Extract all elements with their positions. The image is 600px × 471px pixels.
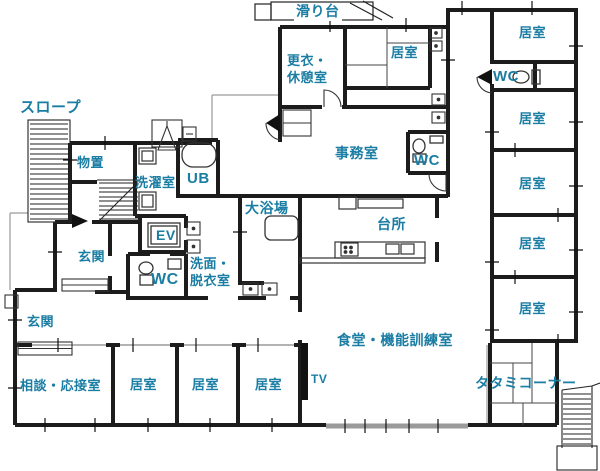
toilet-icon — [512, 69, 541, 85]
label-wc-office: WC — [414, 152, 440, 169]
sink-icon — [186, 27, 446, 296]
toilet-icon — [138, 258, 182, 286]
window-bands — [9, 94, 488, 429]
label-room-b2: 居室 — [192, 377, 220, 392]
office-closet — [282, 109, 312, 137]
label-room-r4: 居室 — [519, 236, 547, 251]
large-bathtub-icon — [264, 215, 299, 241]
label-elevator: EV — [156, 227, 176, 243]
label-room-r5: 居室 — [519, 301, 547, 316]
label-washroom: 洗面・ 脱衣室 — [190, 256, 231, 288]
label-unit-bath: UB — [187, 170, 210, 187]
door-leaf — [72, 69, 492, 228]
label-changing-rest: 更衣・ 休憩室 — [287, 53, 328, 85]
toilet-icon — [412, 135, 444, 163]
label-laundry-room: 洗濯室 — [135, 175, 176, 190]
label-room-tr: 居室 — [519, 25, 547, 40]
label-slide: 滑り台 — [294, 3, 342, 21]
label-consult-room: 相談・応接室 — [20, 378, 102, 393]
label-tv: TV — [311, 372, 328, 386]
shower-icon — [151, 119, 197, 151]
walls — [13, 8, 578, 427]
label-tatami-corner: タタミコーナー — [475, 375, 577, 391]
label-room-r2: 居室 — [519, 111, 547, 126]
stairs — [97, 179, 140, 221]
label-entrance-upper: 玄関 — [78, 249, 106, 264]
label-room-r3: 居室 — [519, 176, 547, 191]
stove-icon — [340, 242, 359, 257]
unit-bathtub-icon — [181, 142, 217, 168]
label-office: 事務室 — [335, 145, 379, 161]
tv-marker — [301, 343, 308, 400]
label-room-tatami: 居室 — [391, 45, 419, 60]
window-ticks — [8, 1, 583, 433]
label-dining: 食堂・機能訓練室 — [337, 332, 453, 348]
label-wc-tr: WC — [493, 68, 519, 85]
label-room-b3: 居室 — [255, 377, 283, 392]
door-arc — [265, 76, 493, 192]
elevator-box — [147, 222, 181, 248]
washing-machine-icon — [138, 147, 157, 211]
label-wc-left: WC — [151, 271, 179, 288]
label-entrance-lower: 玄関 — [27, 314, 55, 329]
entrance-steps — [4, 278, 109, 356]
ramp-hatch — [27, 119, 71, 223]
label-kitchen: 台所 — [377, 216, 406, 232]
kitchen-counter — [299, 196, 426, 264]
label-storage: 物置 — [77, 155, 105, 170]
label-room-b1: 居室 — [130, 377, 158, 392]
label-slope-ramp: スロープ — [20, 99, 82, 116]
label-large-bath: 大浴場 — [245, 200, 289, 216]
exterior-stairs — [556, 382, 600, 471]
tatami-grid — [345, 27, 557, 425]
